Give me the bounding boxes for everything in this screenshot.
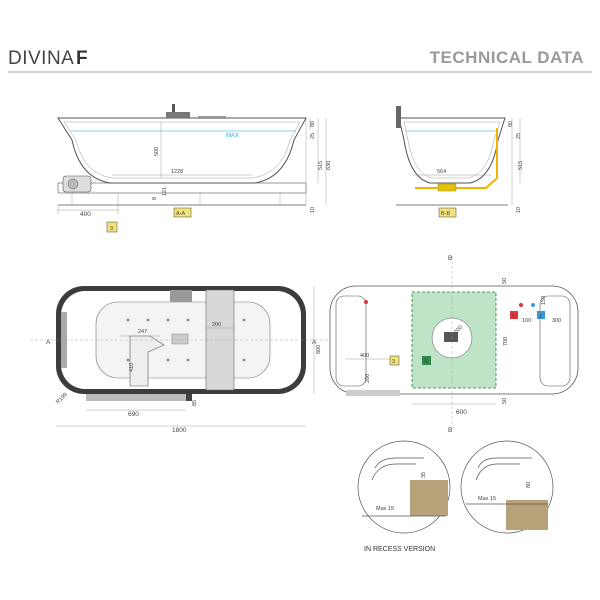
dim-bb-10: 10 bbox=[516, 207, 522, 213]
dim-aa-8: 8 bbox=[152, 197, 158, 200]
pipe-dot-blue bbox=[531, 303, 535, 307]
drain-plan bbox=[171, 333, 189, 345]
tub-frame bbox=[57, 182, 307, 194]
faucet-column bbox=[172, 104, 175, 118]
detail-left-dim-max: Max 15 bbox=[376, 506, 394, 512]
dim-ins-400: 400 bbox=[360, 353, 369, 359]
dim-aa-400: 400 bbox=[80, 211, 91, 218]
dim-bb-80: 80 bbox=[508, 121, 514, 127]
dim-ins-600: 600 bbox=[456, 409, 467, 416]
dim-aa-1228: 1228 bbox=[171, 169, 183, 175]
axis-a-right: A bbox=[312, 339, 317, 346]
dim-ins-150: 150 bbox=[541, 296, 547, 305]
marker-a-text: A bbox=[424, 359, 428, 365]
dim-aa-10: 10 bbox=[310, 207, 316, 213]
grab-handle-left bbox=[61, 312, 67, 368]
drain-siphon bbox=[437, 183, 457, 192]
end-faucet bbox=[396, 106, 401, 128]
dim-plan-410: 410 bbox=[129, 363, 135, 372]
dim-aa-25: 25 bbox=[310, 133, 316, 139]
left-support bbox=[335, 295, 367, 387]
recess-caption: IN RECESS VERSION bbox=[364, 546, 435, 553]
dim-plan-200: 200 bbox=[212, 322, 221, 328]
dim-ins-50-top: 50 bbox=[502, 278, 508, 284]
right-support bbox=[539, 295, 571, 387]
axis-b-bottom: B bbox=[448, 427, 452, 434]
marker-3 bbox=[389, 355, 400, 366]
section-title: TECHNICAL DATA bbox=[430, 48, 584, 67]
section-tag-bb bbox=[438, 207, 457, 218]
dim-aa-121: 121 bbox=[162, 187, 168, 196]
tub-end-body bbox=[398, 117, 506, 184]
detail-right-dim-max: Max 15 bbox=[478, 496, 496, 502]
dim-plan-1800: 1800 bbox=[172, 427, 187, 434]
max-label: MAX bbox=[226, 133, 239, 139]
detail-left: 35 Max 15 bbox=[357, 440, 451, 534]
axis-a-left: A bbox=[46, 339, 51, 346]
dim-ins-200-drain: 200 bbox=[453, 325, 464, 336]
marker-2 bbox=[537, 311, 545, 319]
dim-ins-100: 100 bbox=[522, 318, 531, 324]
header: DIVINA F TECHNICAL DATA bbox=[8, 48, 592, 73]
install-view: B B 50 50 150 100 300 700 400 200 600 20… bbox=[329, 255, 579, 434]
dim-bb-564: 564 bbox=[437, 169, 446, 175]
shelf-cap bbox=[186, 394, 192, 401]
marker-a bbox=[422, 356, 431, 365]
dim-ins-700: 700 bbox=[503, 337, 509, 346]
jet-pattern bbox=[126, 318, 246, 362]
marker-3-text: 3 bbox=[392, 359, 395, 365]
tub-side-inner bbox=[63, 121, 301, 179]
marker-1 bbox=[510, 311, 518, 319]
section-tag-aa-text: A-A bbox=[176, 211, 186, 217]
detail-right-dim-80: 80 bbox=[526, 482, 532, 488]
dim-ins-50-bottom: 50 bbox=[502, 398, 508, 404]
dim-plan-247: 247 bbox=[138, 329, 147, 335]
marker-1-text: 1 bbox=[512, 314, 515, 320]
model-name: DIVINA bbox=[8, 48, 74, 69]
faucet-plan bbox=[170, 290, 192, 302]
section-bb-view: 80 25 515 564 10 B-B bbox=[396, 106, 524, 218]
faucet-head bbox=[166, 112, 190, 118]
dim-plan-690: 690 bbox=[128, 411, 139, 418]
dim-plan-r199: R199 bbox=[55, 392, 69, 406]
dim-bb-25: 25 bbox=[516, 133, 522, 139]
detail-left-dim-35: 35 bbox=[421, 472, 427, 478]
model-letter: F bbox=[76, 48, 88, 69]
dim-aa-500: 500 bbox=[154, 147, 160, 156]
dim-aa-80: 80 bbox=[310, 121, 316, 127]
pipe-dot-left bbox=[364, 300, 368, 304]
dim-plan-85: 85 bbox=[192, 400, 198, 406]
dim-ins-200-left: 200 bbox=[365, 374, 371, 383]
axis-b-top: B bbox=[448, 255, 452, 262]
dim-plan-800: 800 bbox=[316, 345, 322, 354]
plan-view: A A 247 200 410 690 1800 800 85 R199 bbox=[30, 286, 330, 434]
detail-right: 80 Max 15 bbox=[460, 440, 554, 534]
dim-ins-300: 300 bbox=[552, 318, 561, 324]
pipe-dot-red bbox=[519, 303, 523, 307]
detail-right-wall bbox=[506, 482, 548, 530]
dim-bb-515: 515 bbox=[518, 161, 524, 170]
section-aa-view: MAX 80 25 500 515 630 1228 121 8 10 400 bbox=[57, 104, 332, 233]
callout-3-aa bbox=[106, 221, 118, 233]
tub-end-inner bbox=[403, 121, 501, 179]
dim-aa-630: 630 bbox=[326, 161, 332, 170]
marker-2-text: 2 bbox=[539, 314, 542, 320]
dim-aa-515: 515 bbox=[318, 161, 324, 170]
callout-3-aa-text: 3 bbox=[110, 226, 113, 232]
section-tag-aa bbox=[173, 207, 192, 218]
detail-left-wall bbox=[410, 466, 448, 516]
drain-fitting bbox=[444, 332, 458, 342]
section-tag-bb-text: B-B bbox=[441, 211, 451, 217]
side-shelf bbox=[86, 394, 186, 401]
install-shelf bbox=[346, 390, 400, 396]
